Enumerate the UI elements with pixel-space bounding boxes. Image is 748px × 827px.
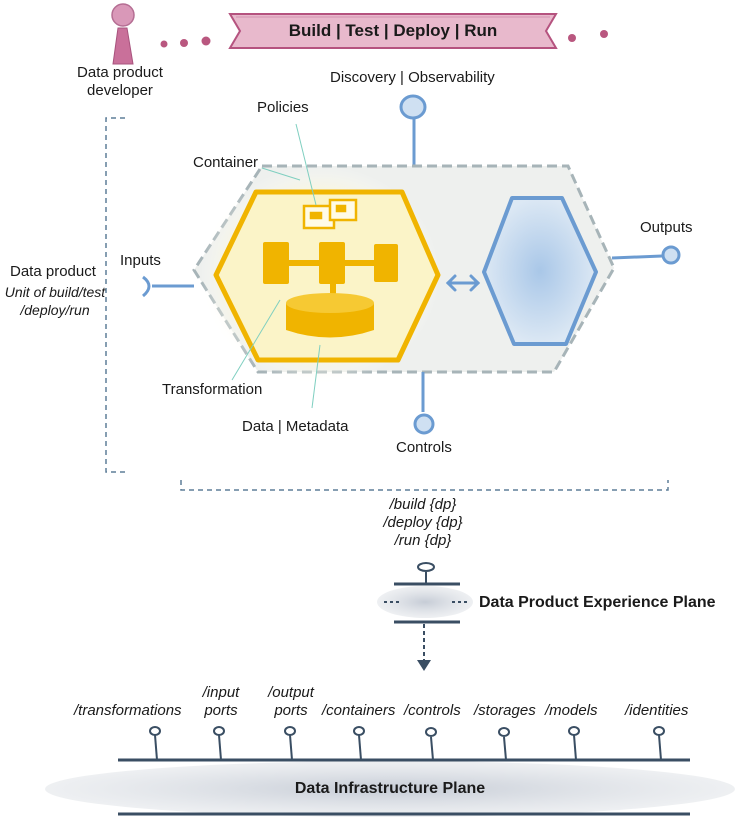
policies-label: Policies <box>257 99 309 116</box>
command-deploy: /deploy {dp} <box>383 514 463 531</box>
label-pointers <box>231 123 321 409</box>
banner-label: Build | Test | Deploy | Run <box>288 21 498 40</box>
endpoint-controls: /controls <box>404 702 461 719</box>
discovery-label: Discovery | Observability <box>330 69 495 86</box>
data-product-subtitle-line2: /deploy/run <box>20 302 90 318</box>
endpoint-transformations: /transformations <box>74 702 182 719</box>
infrastructure-plane-label: Data Infrastructure Plane <box>294 780 486 797</box>
transformation-label: Transformation <box>162 381 263 398</box>
endpoint-containers: /containers <box>322 702 396 719</box>
data-product-title: Data product <box>10 263 96 280</box>
endpoint-storages: /storages <box>474 702 536 719</box>
endpoint-output-line1: /output <box>268 684 314 701</box>
discovery-port <box>399 94 427 166</box>
policies-icon <box>302 198 358 230</box>
actor-label-line1: Data product <box>77 64 163 81</box>
output-port <box>611 245 681 265</box>
container-label: Container <box>193 154 259 171</box>
data-storage-icon <box>286 293 374 338</box>
endpoint-input-line1: /input <box>202 684 240 701</box>
outputs-label: Outputs <box>640 219 693 236</box>
controls-port <box>413 372 435 435</box>
banner-ribbon <box>228 13 558 49</box>
developer-figure-icon <box>111 3 135 65</box>
actor-label-line2: developer <box>87 82 153 99</box>
endpoint-models: /models <box>545 702 598 719</box>
data-product-bracket <box>105 117 125 473</box>
banner-dots <box>160 30 608 48</box>
bidirectional-arrow-icon <box>445 274 481 292</box>
inputs-label: Inputs <box>120 252 161 269</box>
infrastructure-plane <box>45 726 735 817</box>
experience-plane-label: Data Product Experience Plane <box>479 594 716 611</box>
data-metadata-label: Data | Metadata <box>242 418 349 435</box>
endpoint-identities: /identities <box>625 702 689 719</box>
endpoint-input-line2: ports <box>204 702 238 719</box>
input-port <box>141 275 194 298</box>
command-run: /run {dp} <box>394 532 452 549</box>
output-hexagon <box>482 196 598 346</box>
controls-label: Controls <box>396 439 452 456</box>
command-build: /build {dp} <box>389 496 457 513</box>
transformation-pipeline-icon <box>263 242 398 296</box>
data-product-subtitle-line1: Unit of build/test <box>4 284 106 300</box>
endpoint-output-line2: ports <box>274 702 308 719</box>
experience-plane-icon <box>377 562 473 671</box>
build-bracket <box>180 480 669 491</box>
